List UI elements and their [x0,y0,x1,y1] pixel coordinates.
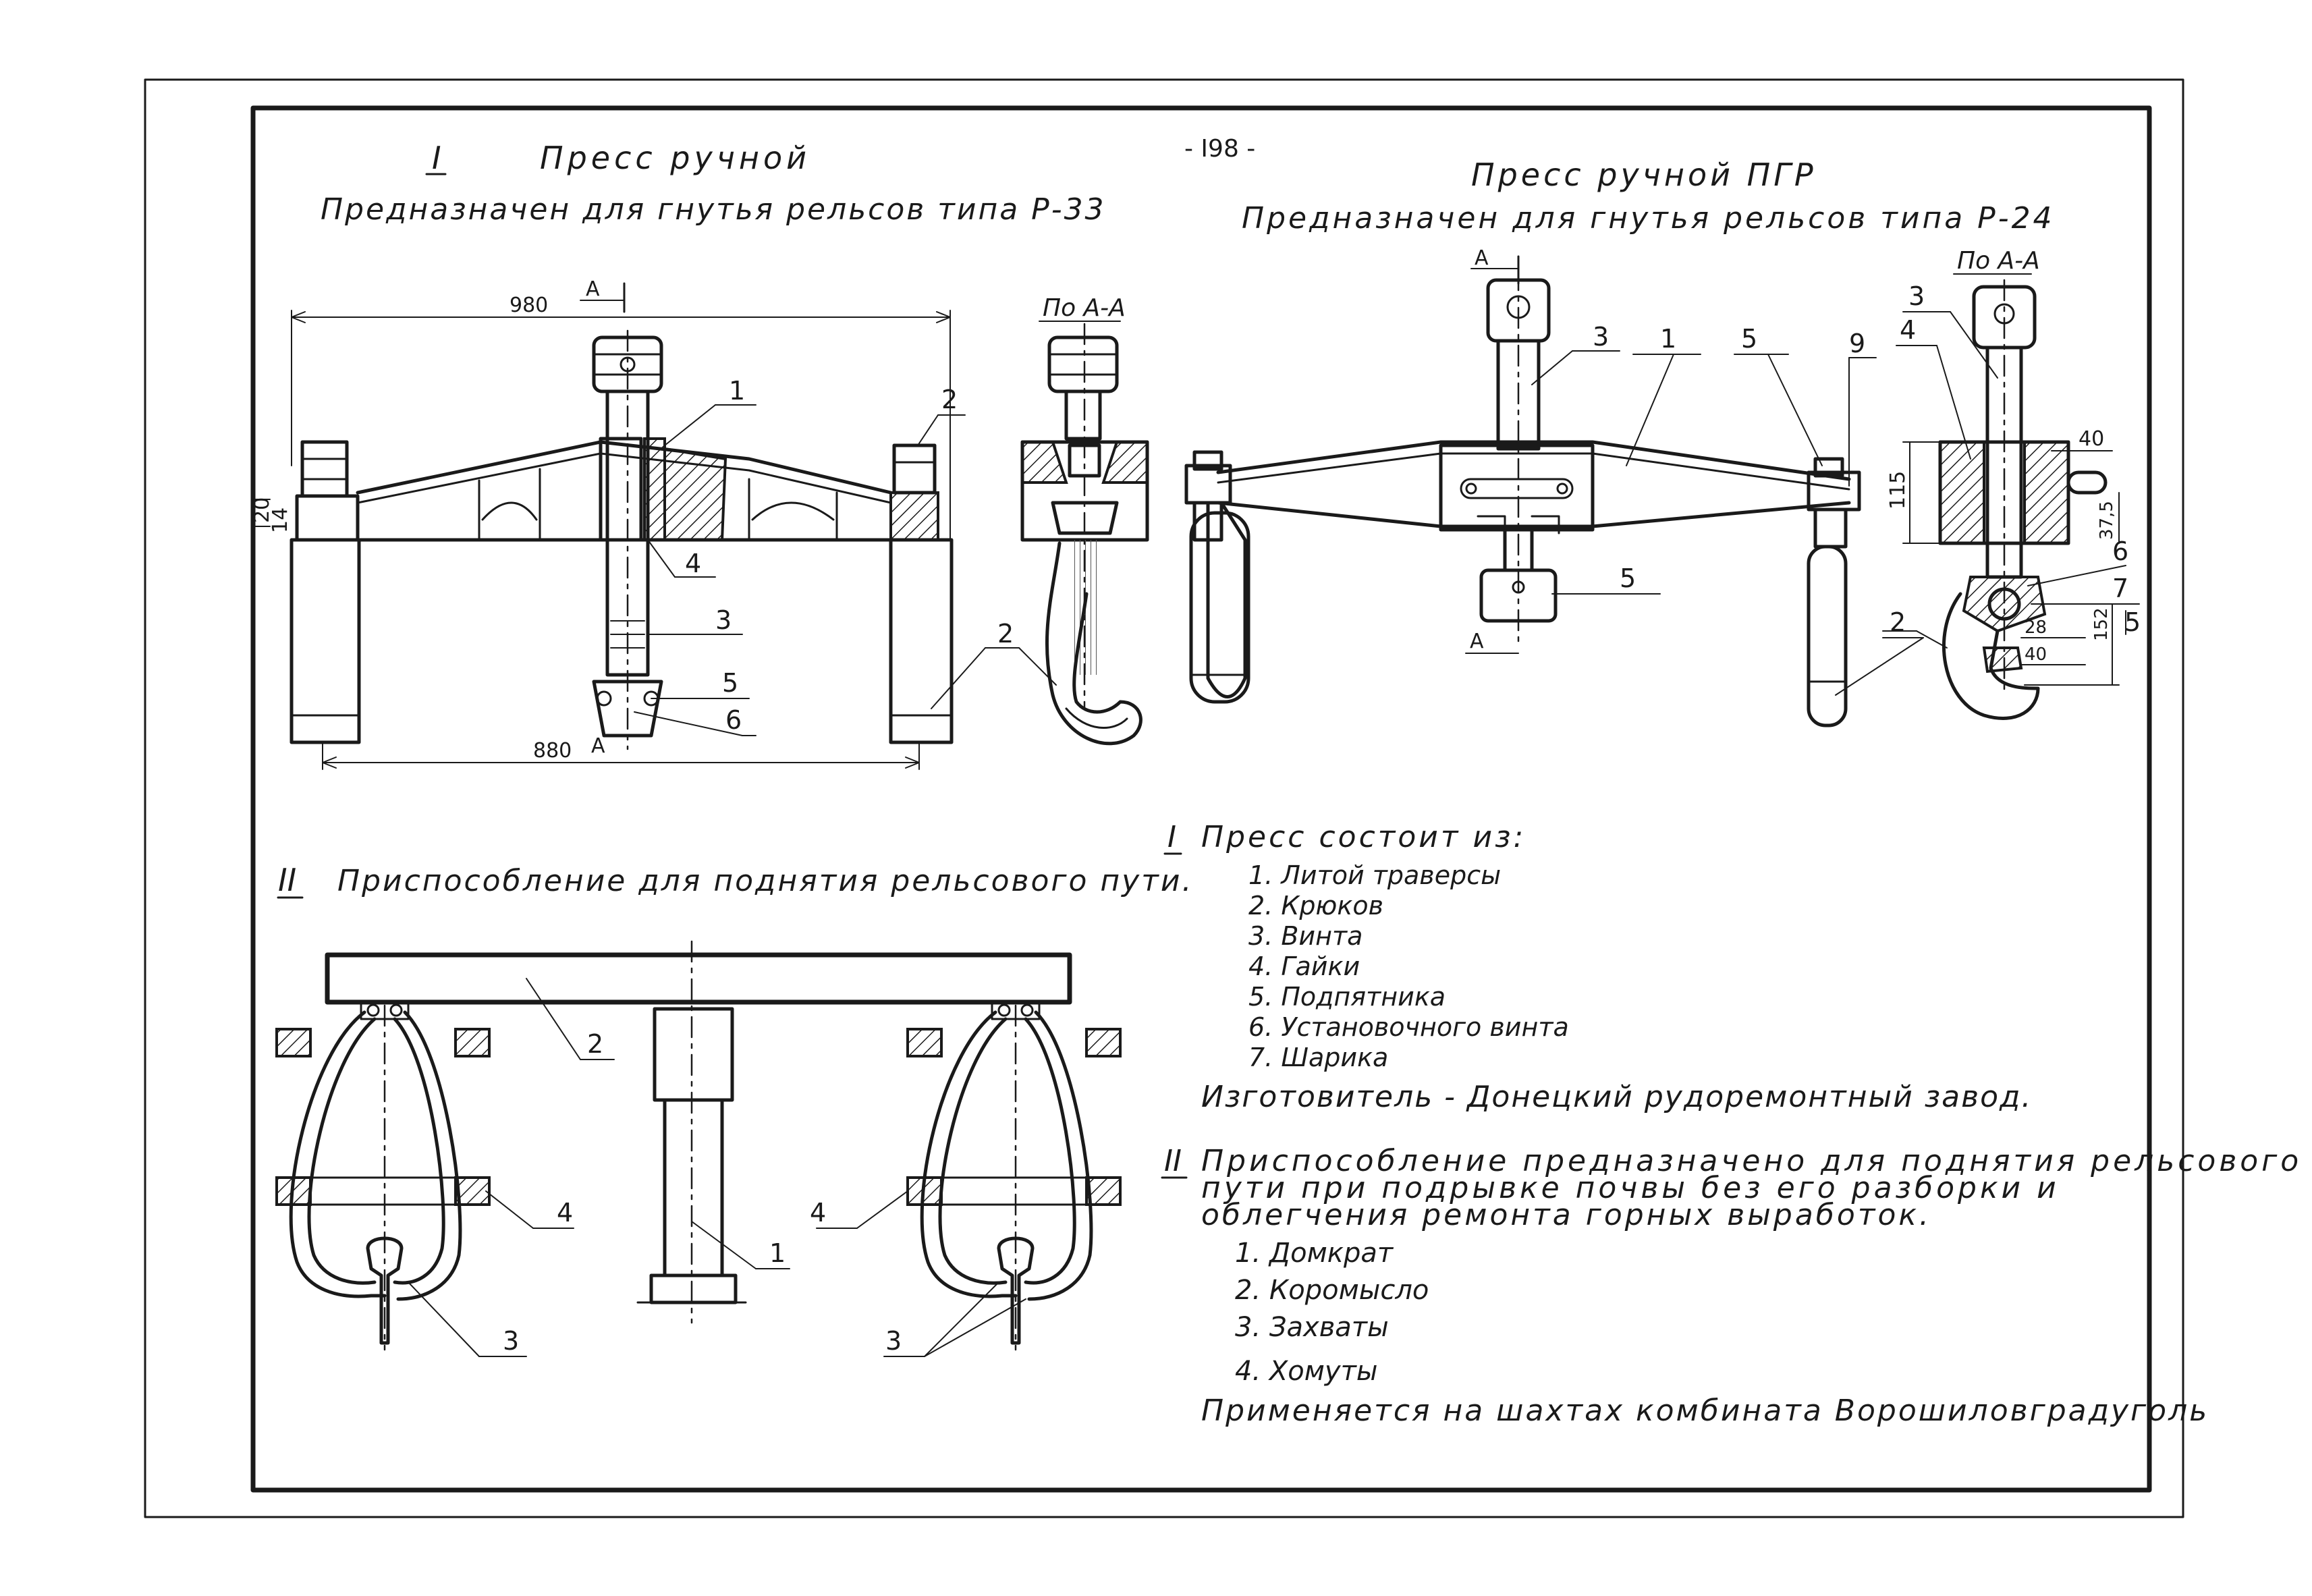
section-mark-pgr-top: А [1475,246,1489,270]
callout-pgr-sec-7: 7 [2112,574,2128,603]
press-pgr-section-view: По А-А 115 40 37,5 6 7 152 5 28 40 [1882,247,2141,720]
press-pgr-title: Пресс ручной ПГР [1471,157,1817,193]
spec-lifter-item-2: 2. Коромысло [1235,1275,1429,1306]
callout-p33-2: 2 [941,385,958,414]
spec-press-item-2: 2. Крюков [1248,891,1383,920]
dim-115: 115 [1886,471,1910,510]
callout-pgr-sec-5: 5 [2124,607,2141,637]
spec-lifter-item-4: 4. Хомуты [1235,1356,1377,1387]
callout-p33-4: 4 [685,549,701,578]
lifter-title: Приспособление для поднятия рельсового п… [337,864,1193,898]
lifter-roman: II [278,862,296,898]
callout-pgr-2: 2 [1890,607,1906,637]
callout-p33-3: 3 [715,605,732,635]
dim-152: 152 [2091,607,2112,641]
spec-press-maker: Изготовитель - Донецкий рудоремонтный за… [1201,1080,2032,1114]
spec-press-item-5: 5. Подпятника [1248,982,1446,1012]
press-p33-purpose: Предназначен для гнутья рельсов типа Р-3… [321,192,1106,227]
callout-pgr-sec-4: 4 [1900,315,1916,345]
callout-p33-7: 2 [997,619,1014,649]
outer-frame [144,78,2184,1518]
callout-pgr-9: 9 [1849,329,1865,358]
press-p33-roman: I [432,140,441,176]
press-pgr-front-view: А А 3 [1184,246,1924,727]
spec-press-roman: I [1167,820,1176,854]
callout-pgr-3: 3 [1593,322,1609,352]
spec-lifter-roman: II [1164,1144,1182,1178]
section-label-pgr: По А-А [1957,247,2040,275]
callout-pgr-5b: 5 [1620,563,1636,593]
callout-lifter-4a: 4 [557,1198,573,1228]
callout-pgr-1: 1 [1660,324,1676,354]
dim-40b: 40 [2025,644,2047,665]
spec-lifter-applied: Применяется на шахтах комбината Ворошило… [1201,1394,2209,1428]
page-number: - I98 - [1184,135,1255,163]
spec-lifter-item-3: 3. Захваты [1235,1312,1389,1343]
callout-p33-5: 5 [722,668,738,698]
press-pgr-purpose: Предназначен для гнутья рельсов типа Р-2… [1242,201,2055,236]
callout-pgr-5: 5 [1741,324,1757,354]
spec-lifter-item-1: 1. Домкрат [1235,1238,1394,1269]
dim-880: 880 [533,739,572,763]
callout-lifter-3a: 3 [503,1326,519,1356]
callout-lifter-1: 1 [769,1238,786,1268]
spec-press-item-4: 4. Гайки [1248,952,1360,981]
spec-lifter-line-1: Приспособление предназначено для подняти… [1201,1144,2302,1178]
dim-20: 20 [250,497,274,523]
spec-lifter-line-3: облегчения ремонта горных выработок. [1201,1198,1931,1232]
dim-40a: 40 [2079,427,2104,451]
rail-lifter-drawing: 2 4 1 4 3 3 [275,940,1122,1357]
section-mark-pgr-bottom: А [1470,630,1484,653]
callout-pgr-sec-3: 3 [1908,281,1925,311]
spec-press-item-3: 3. Винта [1248,921,1363,951]
callout-p33-1: 1 [729,376,745,406]
callout-pgr-sec-6: 6 [2112,536,2128,566]
dim-980: 980 [510,294,548,317]
press-p33-title: Пресс ручной [540,140,810,176]
dim-375: 37,5 [2097,501,2117,540]
inner-frame [250,105,2152,1493]
section-mark-a-top: А [586,277,600,301]
spec-press-item-1: 1. Литой траверсы [1248,860,1501,890]
spec-lifter-line-2: пути при подрывке почвы без его разборки… [1201,1171,2060,1205]
callout-lifter-2: 2 [587,1029,603,1059]
callout-lifter-4b: 4 [810,1198,826,1228]
dim-14: 14 [269,507,292,533]
spec-press-heading: Пресс состоит из: [1201,820,1526,854]
section-mark-a-bottom: А [591,734,605,758]
section-label-p33: По А-А [1043,294,1126,322]
callout-lifter-3b: 3 [885,1326,902,1356]
dim-28: 28 [2025,617,2047,638]
spec-press-item-7: 7. Шарика [1248,1043,1388,1072]
callout-p33-6: 6 [725,705,742,735]
press-p33-section-view: По А-А 2 [931,294,1149,746]
press-p33-front-view: 980 А [250,277,966,770]
spec-press-item-6: 6. Установочного винта [1248,1012,1569,1042]
